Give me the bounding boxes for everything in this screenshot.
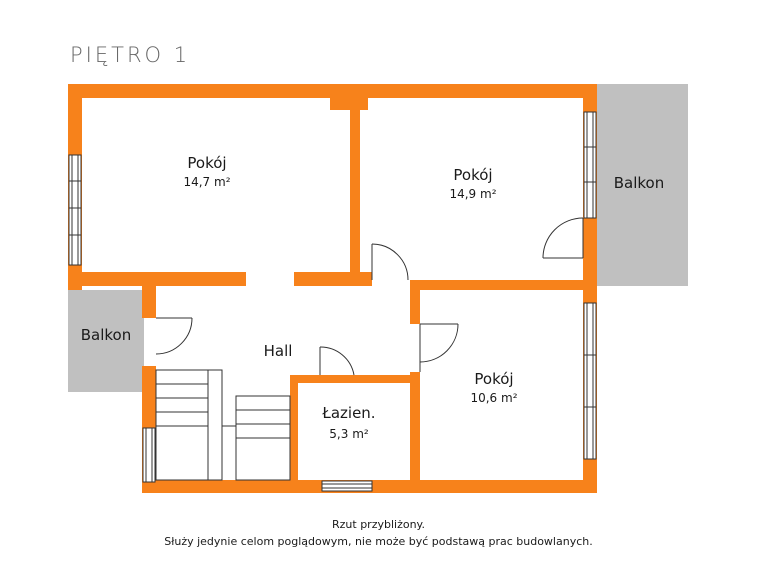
door-balcony-right xyxy=(542,217,584,259)
door-room2 xyxy=(371,243,409,281)
window-room1 xyxy=(68,154,82,266)
floor-plan: PIĘTRO 1 xyxy=(68,43,688,493)
wall-left-lower-top xyxy=(142,286,156,318)
wall-room3-left-upper xyxy=(410,280,420,324)
wall-bath-left xyxy=(290,375,298,485)
balcony-left-name: Balkon xyxy=(81,326,132,344)
door-balcony-left xyxy=(155,317,193,355)
room3-name: Pokój xyxy=(474,370,513,388)
disclaimer-line-2: Służy jedynie celom poglądowym, nie może… xyxy=(164,535,593,548)
window-room2 xyxy=(583,111,597,219)
windows xyxy=(68,111,597,492)
window-hall xyxy=(142,427,156,483)
floor-title: PIĘTRO 1 xyxy=(70,43,190,67)
room2-name: Pokój xyxy=(453,166,492,184)
door-bath xyxy=(319,346,355,376)
wall-room1-bottom-left xyxy=(68,272,246,286)
wall-bath-top xyxy=(290,375,420,383)
room2-area: 14,9 m² xyxy=(449,187,496,201)
staircase xyxy=(155,369,291,481)
balcony-right xyxy=(596,84,688,286)
balcony-left xyxy=(68,290,144,392)
wall-top xyxy=(68,84,597,98)
room1-name: Pokój xyxy=(187,154,226,172)
wall-room3-left-lower xyxy=(410,372,420,484)
doors xyxy=(155,217,584,376)
balconies xyxy=(68,84,688,392)
wall-room2-door-jamb xyxy=(362,272,372,286)
balcony-right-name: Balkon xyxy=(614,174,665,192)
door-room3 xyxy=(419,323,459,372)
wall-room2-bottom xyxy=(410,280,597,290)
bath-name: Łazien. xyxy=(321,404,375,422)
window-bath xyxy=(321,480,373,492)
room3-area: 10,6 m² xyxy=(470,391,517,405)
hall-name: Hall xyxy=(264,342,293,360)
window-room3 xyxy=(583,302,597,460)
bath-area: 5,3 m² xyxy=(329,427,369,441)
wall-top-notch xyxy=(330,96,368,110)
wall-room1-room2 xyxy=(350,96,360,286)
room1-area: 14,7 m² xyxy=(183,175,230,189)
disclaimer-line-1: Rzut przybliżony. xyxy=(332,518,425,531)
room-labels: Pokój 14,7 m² Pokój 14,9 m² Pokój 10,6 m… xyxy=(81,154,665,441)
